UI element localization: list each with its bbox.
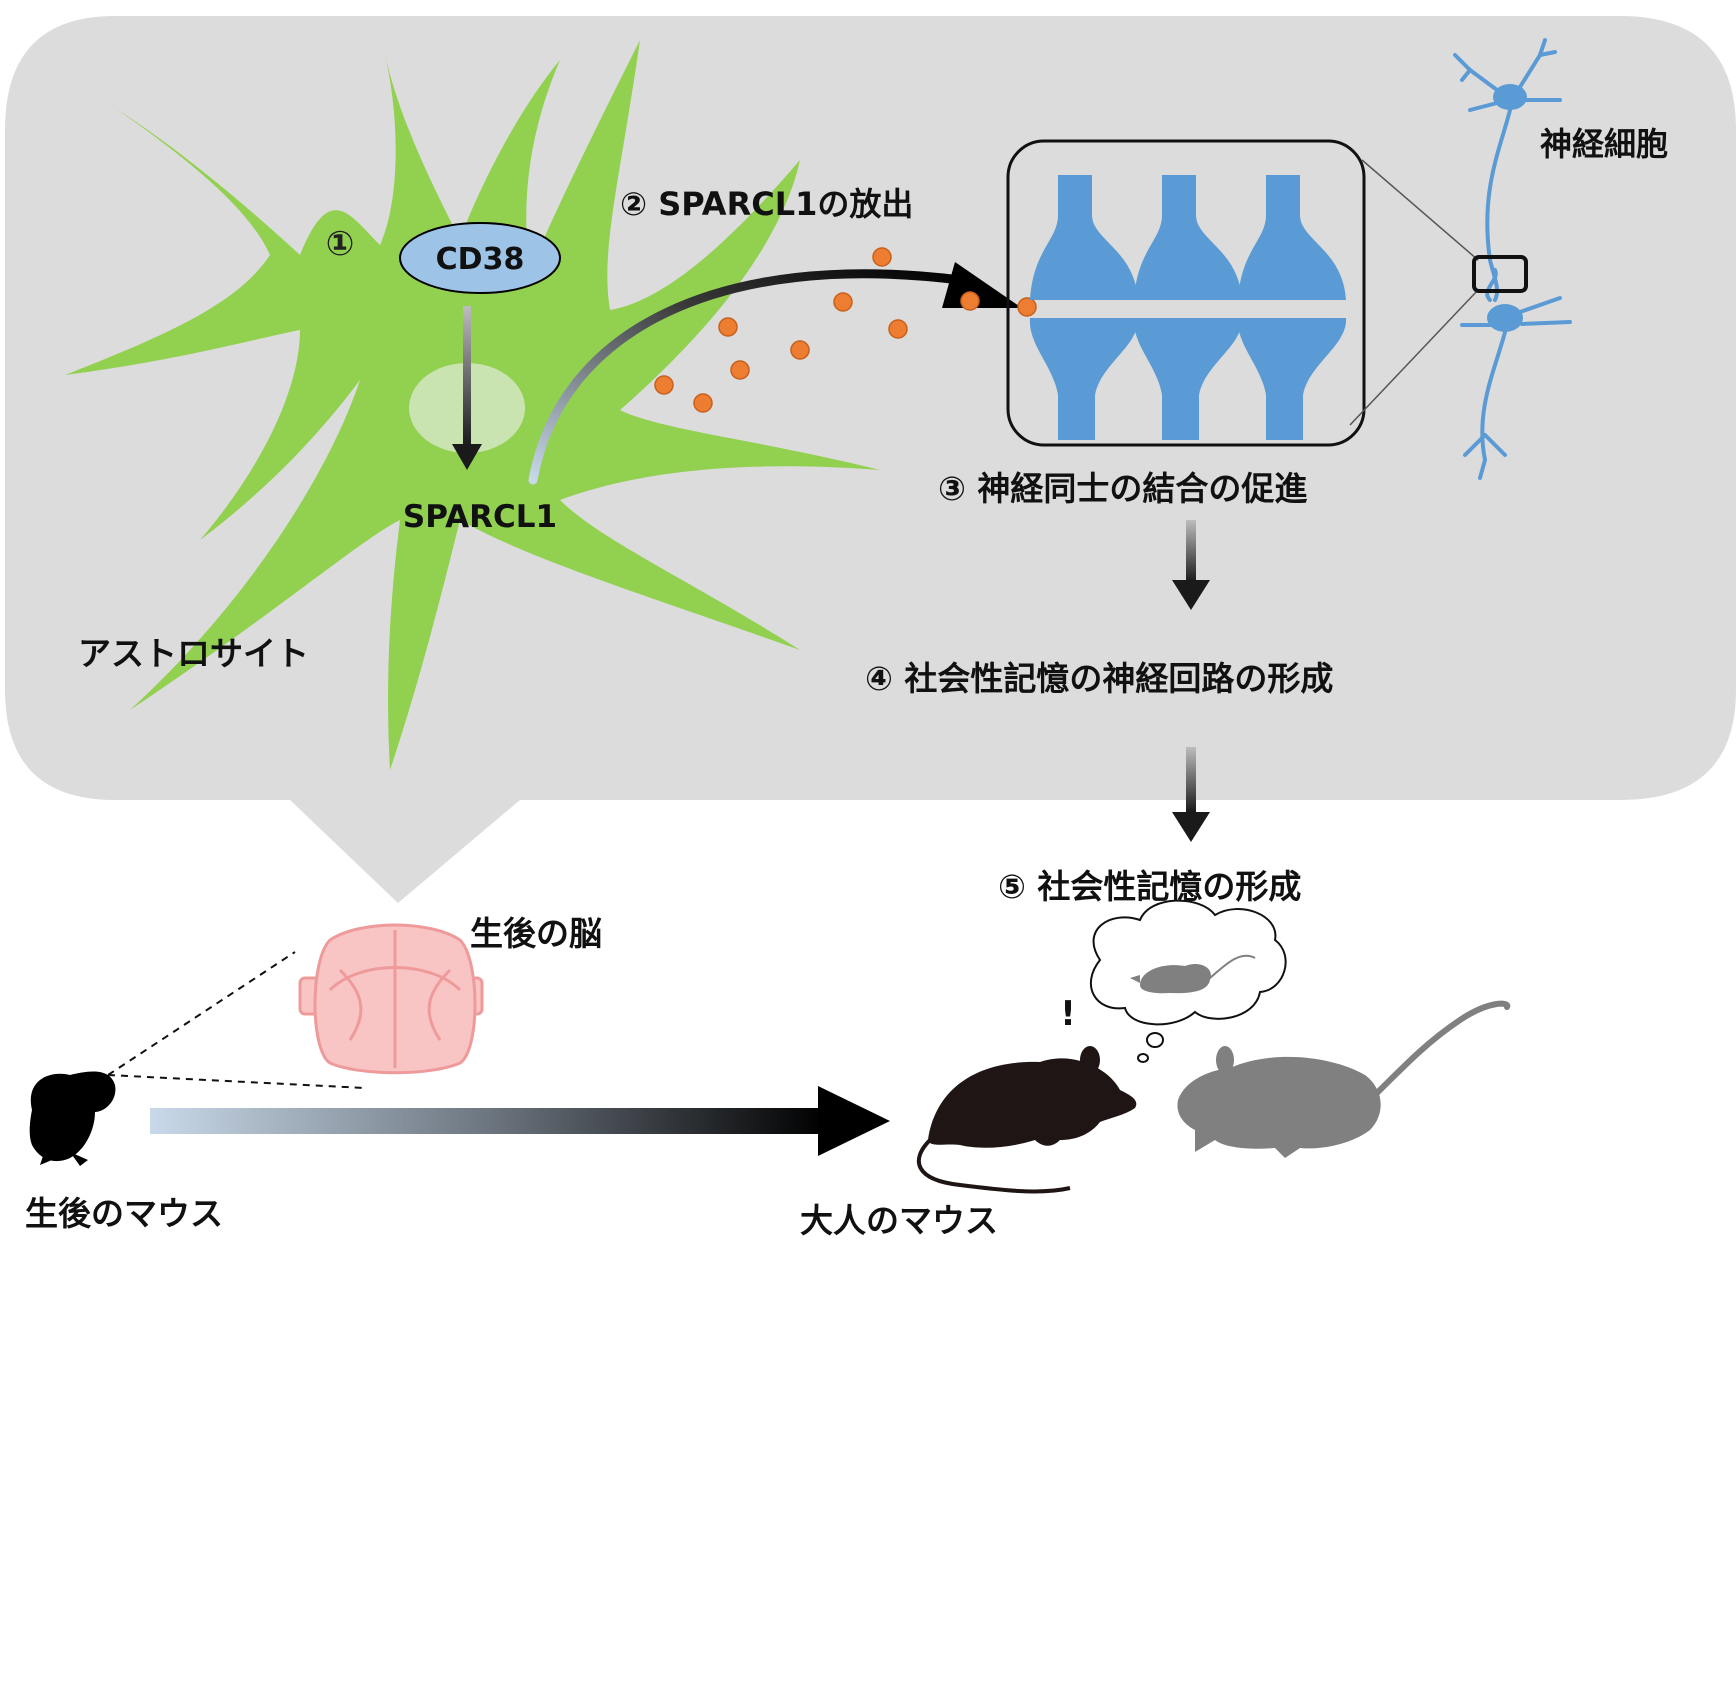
adult-gray-mouse-icon bbox=[1177, 1000, 1511, 1158]
growth-arrow bbox=[150, 1086, 890, 1156]
step2-label: ② SPARCL1の放出 bbox=[620, 185, 913, 223]
neuron-zoom-marker bbox=[1472, 255, 1528, 293]
astrocyte-label: アストロサイト bbox=[78, 634, 309, 673]
particle bbox=[888, 319, 908, 339]
presynaptic-terminal bbox=[1030, 175, 1138, 300]
synapse-1 bbox=[1029, 175, 1139, 440]
exclamation-mark: ! bbox=[1060, 994, 1076, 1034]
particle bbox=[1017, 297, 1037, 317]
cd38-label: CD38 bbox=[436, 242, 525, 277]
postnatal-mouse-label: 生後のマウス bbox=[25, 1194, 223, 1233]
particle bbox=[654, 375, 674, 395]
step4-to-step5-arrow bbox=[1172, 747, 1210, 842]
particle bbox=[718, 317, 738, 337]
presynaptic-terminal bbox=[1134, 175, 1242, 300]
particle bbox=[790, 340, 810, 360]
brain-zoom-line-bottom bbox=[107, 1074, 366, 1089]
particle bbox=[693, 393, 713, 413]
particle bbox=[960, 291, 980, 311]
zoom-line-bottom bbox=[1349, 289, 1479, 426]
step3-label: ③ 神経同士の結合の促進 bbox=[938, 469, 1307, 508]
postnatal-brain-label: 生後の脳 bbox=[470, 914, 602, 953]
sparcl1-particles bbox=[654, 247, 1037, 413]
remembered-mouse-icon bbox=[1130, 954, 1256, 994]
postsynaptic-terminal bbox=[1133, 318, 1243, 440]
pup-mouse-icon bbox=[29, 1071, 116, 1166]
synapse-zoom-box bbox=[1006, 139, 1366, 447]
upper-neuron bbox=[1453, 38, 1562, 262]
neuron-label: 神経細胞 bbox=[1540, 125, 1668, 163]
particle bbox=[872, 247, 892, 267]
step4-label: ④ 社会性記憶の神経回路の形成 bbox=[865, 659, 1333, 698]
postsynaptic-terminal bbox=[1237, 318, 1347, 440]
cd38-oval bbox=[399, 222, 561, 294]
adult-mouse-label: 大人のマウス bbox=[800, 1201, 998, 1240]
step5-label: ⑤ 社会性記憶の形成 bbox=[998, 867, 1301, 906]
presynaptic-terminal bbox=[1238, 175, 1346, 300]
brain-icon bbox=[298, 923, 484, 1075]
synapse-3 bbox=[1237, 175, 1347, 440]
cd38-to-sparcl1-arrow bbox=[452, 306, 482, 470]
synapse-2 bbox=[1133, 175, 1243, 440]
particle bbox=[833, 292, 853, 312]
brain-zoom-line-top bbox=[107, 951, 296, 1076]
step3-to-step4-arrow bbox=[1172, 520, 1210, 610]
neuron-illustration bbox=[1453, 38, 1572, 480]
step1-marker: ① bbox=[326, 224, 355, 264]
sparcl1-label: SPARCL1 bbox=[403, 499, 557, 535]
particle bbox=[730, 360, 750, 380]
synapse-group bbox=[1029, 175, 1347, 440]
zoom-line-top bbox=[1361, 159, 1479, 261]
adult-dark-mouse-icon bbox=[916, 1046, 1137, 1194]
lower-neuron bbox=[1460, 268, 1572, 480]
thought-bubble bbox=[1089, 899, 1287, 1063]
postsynaptic-terminal bbox=[1029, 318, 1139, 440]
